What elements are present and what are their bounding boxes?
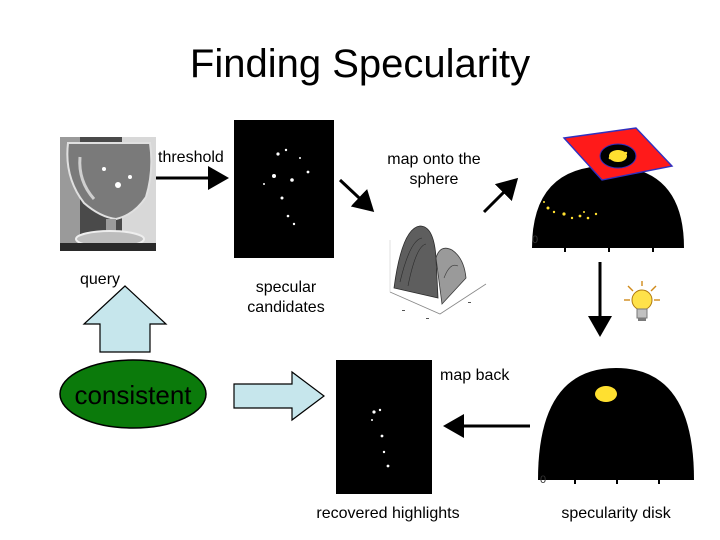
consistent-label: consistent: [74, 380, 192, 410]
lightbulb-icon: [622, 280, 662, 324]
threshold-label: threshold: [158, 149, 224, 166]
specularity-disk-label: specularity disk: [561, 505, 671, 522]
recovered-highlights-image: [336, 360, 432, 494]
sphere-with-plane-image: 0: [524, 126, 692, 258]
up-block-arrow: [82, 285, 168, 353]
consistent-node: consistent: [58, 358, 208, 430]
to-surface-arrow: [338, 178, 375, 213]
surface-plot: [380, 218, 490, 328]
recovered-highlights-label: recovered highlights: [316, 505, 460, 522]
query-label: query: [80, 271, 121, 288]
map-back-label: map back: [440, 367, 510, 384]
threshold-image: [234, 120, 334, 258]
sphere-axis-label-bottom: 0: [540, 474, 547, 486]
to-sphere-arrow: [482, 177, 519, 214]
sphere-axis-label-top: 0: [532, 234, 539, 246]
map-onto-sphere-label: map onto the sphere: [387, 151, 481, 188]
right-block-arrow: [233, 370, 325, 422]
specularity-disk-image: 0: [532, 360, 700, 494]
query-photo: [60, 137, 156, 251]
specular-candidates-label: specular candidates: [247, 279, 325, 316]
slide-title: Finding Specularity: [189, 42, 531, 86]
